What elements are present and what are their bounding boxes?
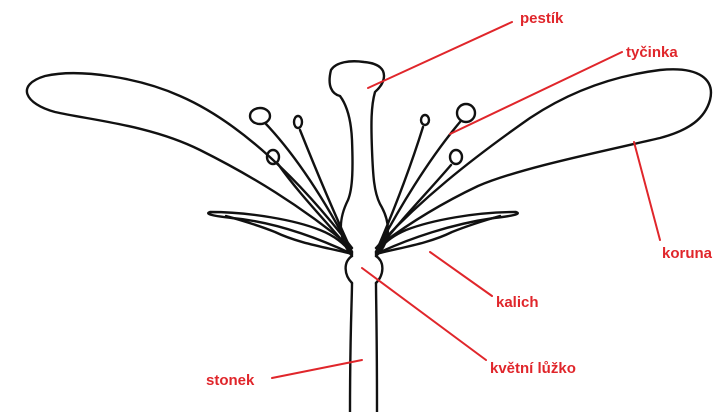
leader-line-kalich — [430, 252, 492, 296]
stamen-anther — [457, 104, 475, 122]
leader-line-tycinka — [450, 52, 622, 134]
flower-drawing — [27, 61, 711, 412]
label-stonek: stonek — [206, 372, 255, 389]
sepal-right — [376, 212, 518, 254]
labels: pestík tyčinka koruna kalich květní lůžk… — [206, 10, 713, 389]
leader-line-kvetni-luzko — [362, 268, 486, 360]
label-tycinka: tyčinka — [626, 44, 678, 61]
stem — [376, 283, 377, 412]
leader-line-stonek — [272, 360, 362, 378]
label-kalich: kalich — [496, 294, 539, 311]
label-koruna: koruna — [662, 245, 713, 262]
leader-line-pestik — [368, 22, 512, 88]
leader-line-koruna — [634, 142, 660, 240]
stamen-anther — [450, 150, 462, 164]
stamen-anther — [250, 108, 270, 124]
stem — [350, 283, 352, 412]
receptacle — [346, 256, 352, 283]
petal-left — [27, 73, 352, 248]
label-pestik: pestík — [520, 10, 564, 27]
stamen-anther — [421, 115, 429, 125]
petal-right — [376, 69, 711, 248]
label-kvetni-luzko: květní lůžko — [490, 360, 576, 377]
stamen-anther — [294, 116, 302, 128]
